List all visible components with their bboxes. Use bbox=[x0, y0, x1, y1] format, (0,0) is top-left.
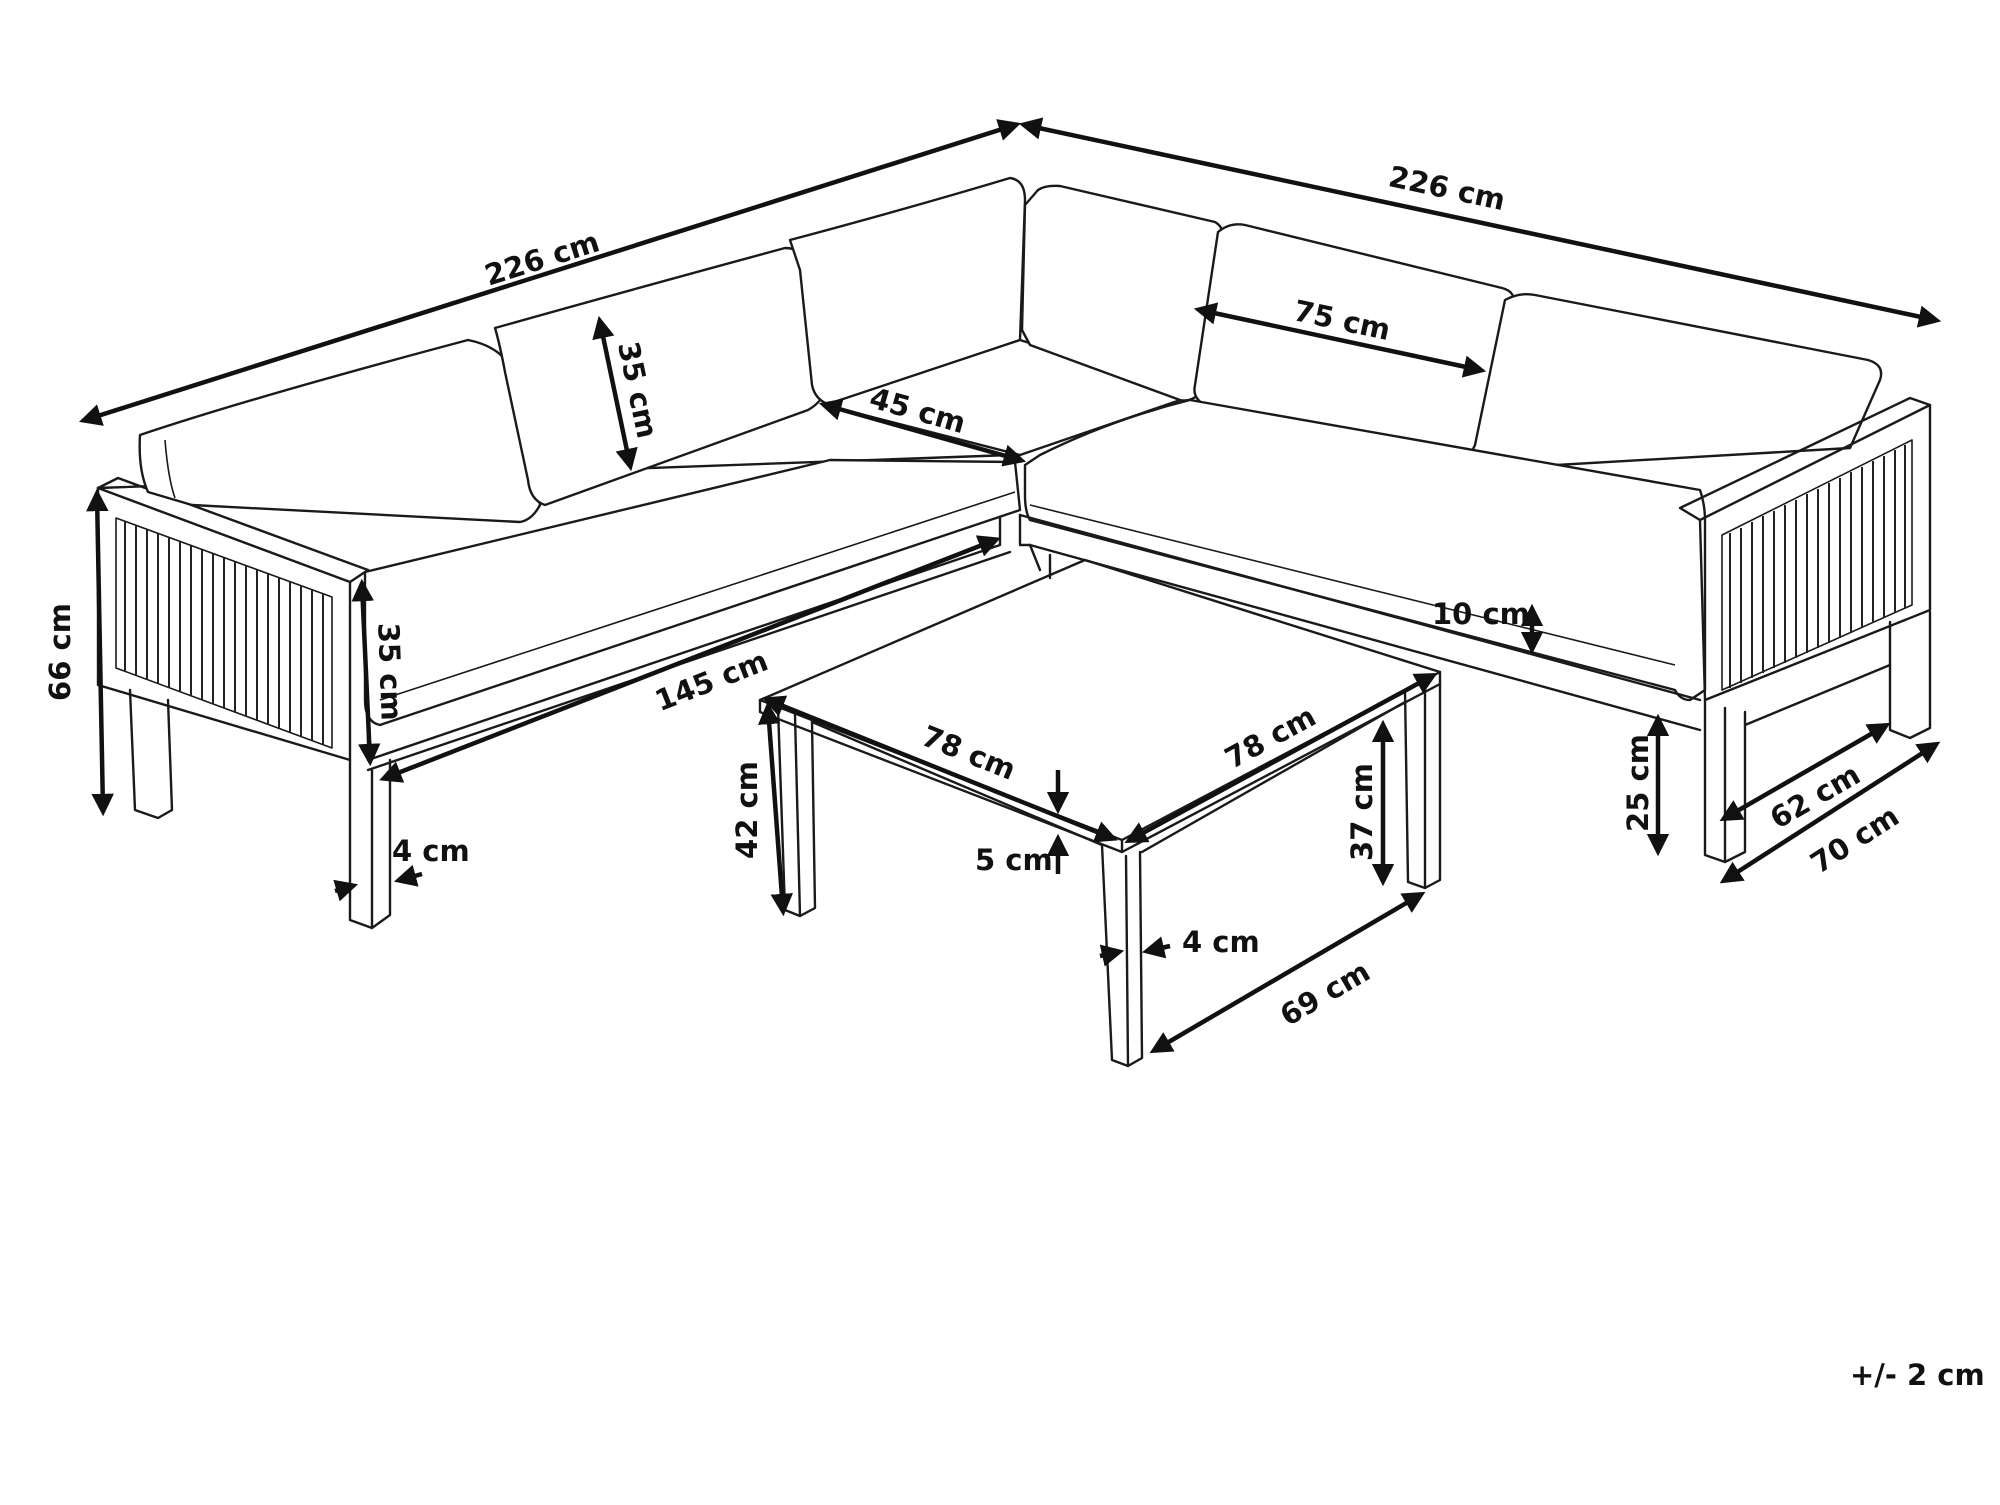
sofa-right-section bbox=[1018, 184, 1932, 864]
dimension-lines bbox=[78, 117, 1942, 1054]
label-sofa-left-length: 226 cm bbox=[481, 224, 604, 292]
right-arm-slats bbox=[1729, 445, 1906, 688]
right-arm-back-leg bbox=[1888, 610, 1932, 740]
label-table-leg-span: 69 cm bbox=[1274, 954, 1376, 1033]
left-arm-front-leg bbox=[348, 758, 392, 930]
left-arm-back-leg bbox=[128, 688, 174, 820]
label-table-height: 42 cm bbox=[730, 761, 764, 859]
label-tolerance: +/- 2 cm bbox=[1850, 1358, 1985, 1392]
table-leg-right bbox=[1403, 682, 1442, 890]
left-back-cushion-1 bbox=[138, 338, 542, 524]
label-seat-cushion-thickness: 10 cm bbox=[1432, 597, 1530, 631]
label-table-leg-height: 37 cm bbox=[1345, 763, 1379, 861]
label-leg-width-sofa: 4 cm bbox=[392, 834, 470, 868]
label-seat-height-from-floor: 25 cm bbox=[1621, 734, 1655, 832]
label-armrest-height: 35 cm bbox=[371, 622, 408, 721]
label-table-top-thickness: 5 cm bbox=[975, 843, 1053, 877]
left-arm-slats bbox=[124, 522, 324, 744]
label-total-height: 66 cm bbox=[43, 603, 77, 701]
label-table-length-left: 78 cm bbox=[917, 719, 1020, 787]
right-arm-panel bbox=[1698, 403, 1932, 702]
right-back-cushion-3 bbox=[1468, 292, 1883, 472]
label-table-leg-width: 4 cm bbox=[1182, 925, 1260, 959]
left-back-cushion-2 bbox=[493, 246, 827, 507]
